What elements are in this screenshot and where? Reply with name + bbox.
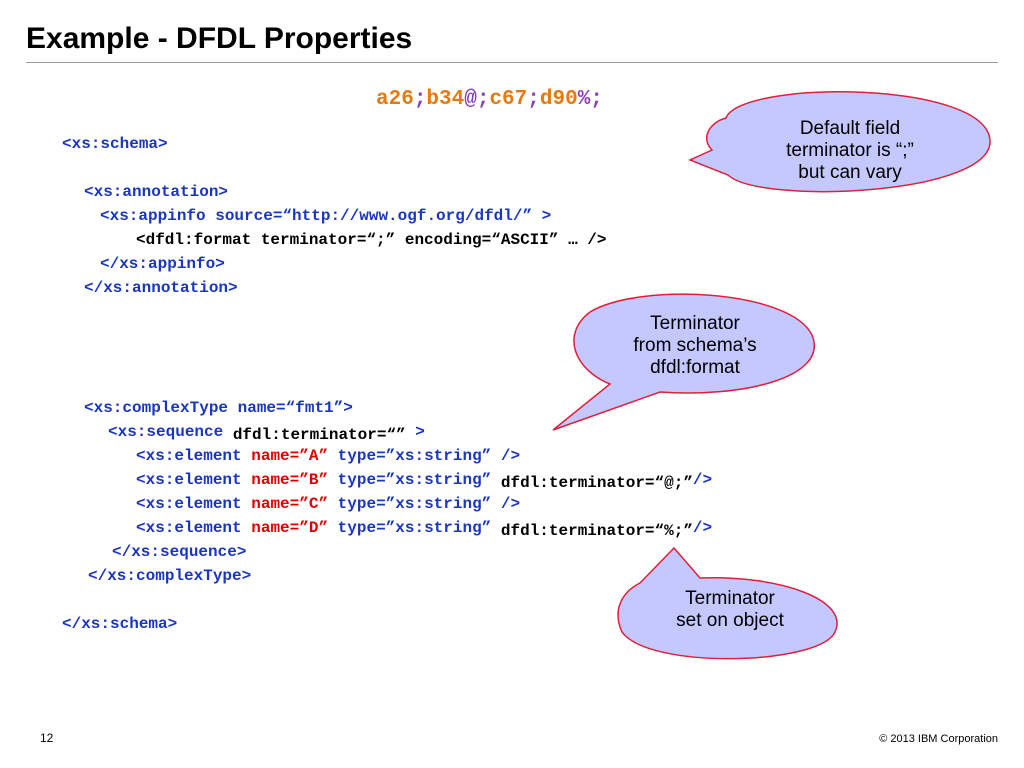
copyright: © 2013 IBM Corporation	[879, 733, 998, 745]
callout-object-line2: set on object	[676, 610, 784, 631]
code-sequence-close: </xs:sequence>	[112, 543, 247, 561]
code-element-name: name=”B”	[251, 471, 329, 489]
callout-schema-line2: from schema’s	[633, 335, 757, 356]
callout-default-line1: Default field	[799, 118, 901, 139]
code-element-terminator: dfdl:terminator=“%;”	[500, 522, 693, 540]
callout-schema-line1: Terminator	[650, 313, 740, 334]
callout-object: Terminator set on object	[640, 588, 820, 632]
callout-default: Default field terminator is “;” but can …	[760, 118, 940, 184]
code-sequence-open: <xs:sequence dfdl:terminator=“” >	[108, 422, 425, 444]
code-element-a: <xs:element name=”A” type=”xs:string” />	[136, 446, 520, 466]
callout-schema: Terminator from schema’s dfdl:format	[605, 313, 785, 379]
code-annotation-open: <xs:annotation>	[84, 183, 229, 201]
slide-title: Example - DFDL Properties	[26, 22, 413, 55]
code-schema-open: <xs:schema>	[62, 135, 168, 153]
title-underline	[26, 62, 998, 63]
code-element-tag: <xs:element	[136, 471, 242, 489]
code-element-b: <xs:element name=”B” type=”xs:string” df…	[136, 470, 713, 492]
code-appinfo-close: </xs:appinfo>	[100, 255, 225, 273]
code-complextype-open: <xs:complexType name=“fmt1”>	[84, 399, 353, 417]
code-element-d: <xs:element name=”D” type=”xs:string” df…	[136, 518, 713, 540]
code-element-tag: <xs:element	[136, 447, 242, 465]
code-element-close: />	[500, 447, 521, 465]
callout-schema-line3: dfdl:format	[650, 357, 740, 378]
code-element-c: <xs:element name=”C” type=”xs:string” />	[136, 494, 520, 514]
sample-token: @;	[464, 88, 490, 111]
sample-token: c67	[489, 88, 528, 111]
code-element-close: />	[500, 495, 521, 513]
code-element-terminator: dfdl:terminator=“@;”	[500, 474, 693, 492]
sample-token: ;	[413, 88, 427, 111]
code-element-type: type=”xs:string”	[337, 471, 492, 489]
callout-default-line2: terminator is “;”	[786, 140, 914, 161]
code-complextype-close: </xs:complexType>	[88, 567, 252, 585]
sample-token: b34	[426, 88, 465, 111]
code-appinfo-open: <xs:appinfo source=“http://www.ogf.org/d…	[100, 207, 552, 225]
code-sequence-terminator: dfdl:terminator=“”	[232, 426, 406, 444]
code-annotation-close: </xs:annotation>	[84, 279, 238, 297]
code-element-close: />	[692, 519, 713, 537]
code-element-type: type=”xs:string”	[337, 519, 492, 537]
callout-default-shape	[688, 91, 991, 193]
code-element-type: type=”xs:string”	[337, 495, 492, 513]
callout-object-shape	[617, 546, 838, 660]
code-element-type: type=”xs:string”	[337, 447, 492, 465]
code-element-name: name=”A”	[251, 447, 329, 465]
sample-token: %;	[577, 88, 603, 111]
callout-default-line3: but can vary	[798, 162, 902, 183]
code-schema-close: </xs:schema>	[62, 615, 178, 633]
code-element-tag: <xs:element	[136, 519, 242, 537]
sample-data-string: a26;b34@;c67;d90%;	[376, 88, 603, 111]
code-element-tag: <xs:element	[136, 495, 242, 513]
code-element-name: name=”D”	[251, 519, 329, 537]
page-number: 12	[40, 731, 54, 745]
callout-object-line1: Terminator	[685, 588, 775, 609]
sample-token: a26	[376, 88, 414, 111]
sample-token: d90	[539, 88, 578, 111]
sample-token: ;	[527, 88, 540, 111]
code-element-name: name=”C”	[251, 495, 329, 513]
code-dfdl-format: <dfdl:format terminator=“;” encoding=“AS…	[136, 231, 607, 249]
callout-schema-shape	[552, 293, 815, 431]
code-sequence-tag: <xs:sequence	[108, 423, 224, 441]
code-sequence-end: >	[415, 423, 425, 441]
code-element-close: />	[692, 471, 713, 489]
